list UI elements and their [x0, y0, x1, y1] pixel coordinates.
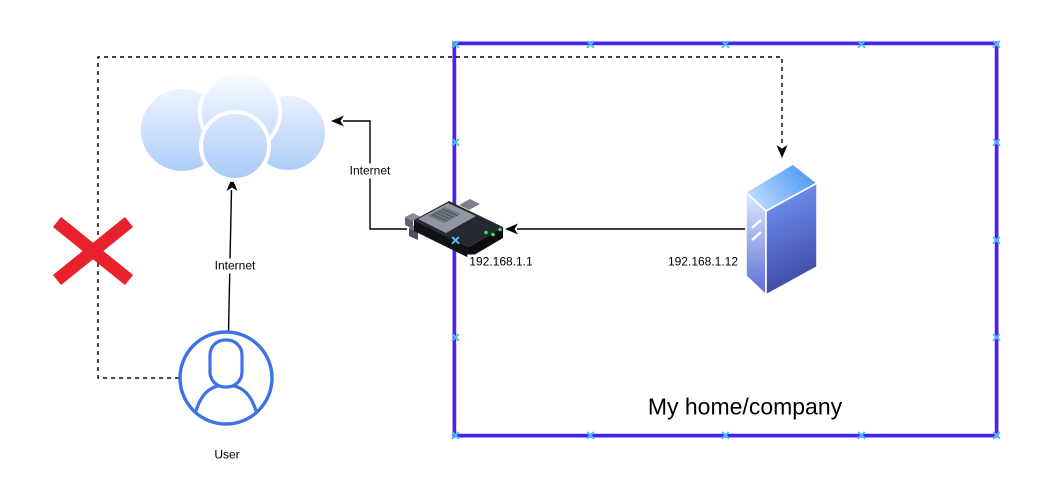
connection-point-icon[interactable]: [991, 235, 1002, 246]
connection-point-icon[interactable]: [720, 430, 731, 441]
connection-point-icon[interactable]: [450, 332, 461, 343]
cloud-icon[interactable]: [137, 70, 329, 182]
connection-point-icon[interactable]: [991, 332, 1002, 343]
connection-point-icon[interactable]: [991, 430, 1002, 441]
connection-point-icon[interactable]: [585, 39, 596, 50]
connection-point-icon[interactable]: [856, 430, 867, 441]
server-ip-label: 192.168.1.12: [665, 254, 741, 270]
company-boundary-box[interactable]: [453, 42, 998, 437]
edge-label-internet-user: Internet: [212, 258, 258, 274]
connection-point-icon[interactable]: [450, 137, 461, 148]
edge-label-internet-router: Internet: [347, 163, 393, 179]
user-label: User: [214, 447, 240, 462]
user-icon[interactable]: [178, 330, 274, 426]
connection-point-icon[interactable]: [991, 39, 1002, 50]
connection-point-icon[interactable]: [585, 430, 596, 441]
edge-user-to-cloud[interactable]: [226, 178, 238, 332]
router-ip-label: 192.168.1.1: [467, 254, 535, 270]
connection-point-icon[interactable]: [450, 39, 461, 50]
connection-point-icon[interactable]: [450, 430, 461, 441]
connection-point-icon[interactable]: [856, 39, 867, 50]
connection-point-icon[interactable]: [720, 39, 731, 50]
connection-point-icon[interactable]: [991, 137, 1002, 148]
blocked-cross-icon[interactable]: [52, 216, 134, 286]
company-boundary-label: My home/company: [647, 393, 843, 420]
connection-point-icon[interactable]: [450, 235, 461, 246]
